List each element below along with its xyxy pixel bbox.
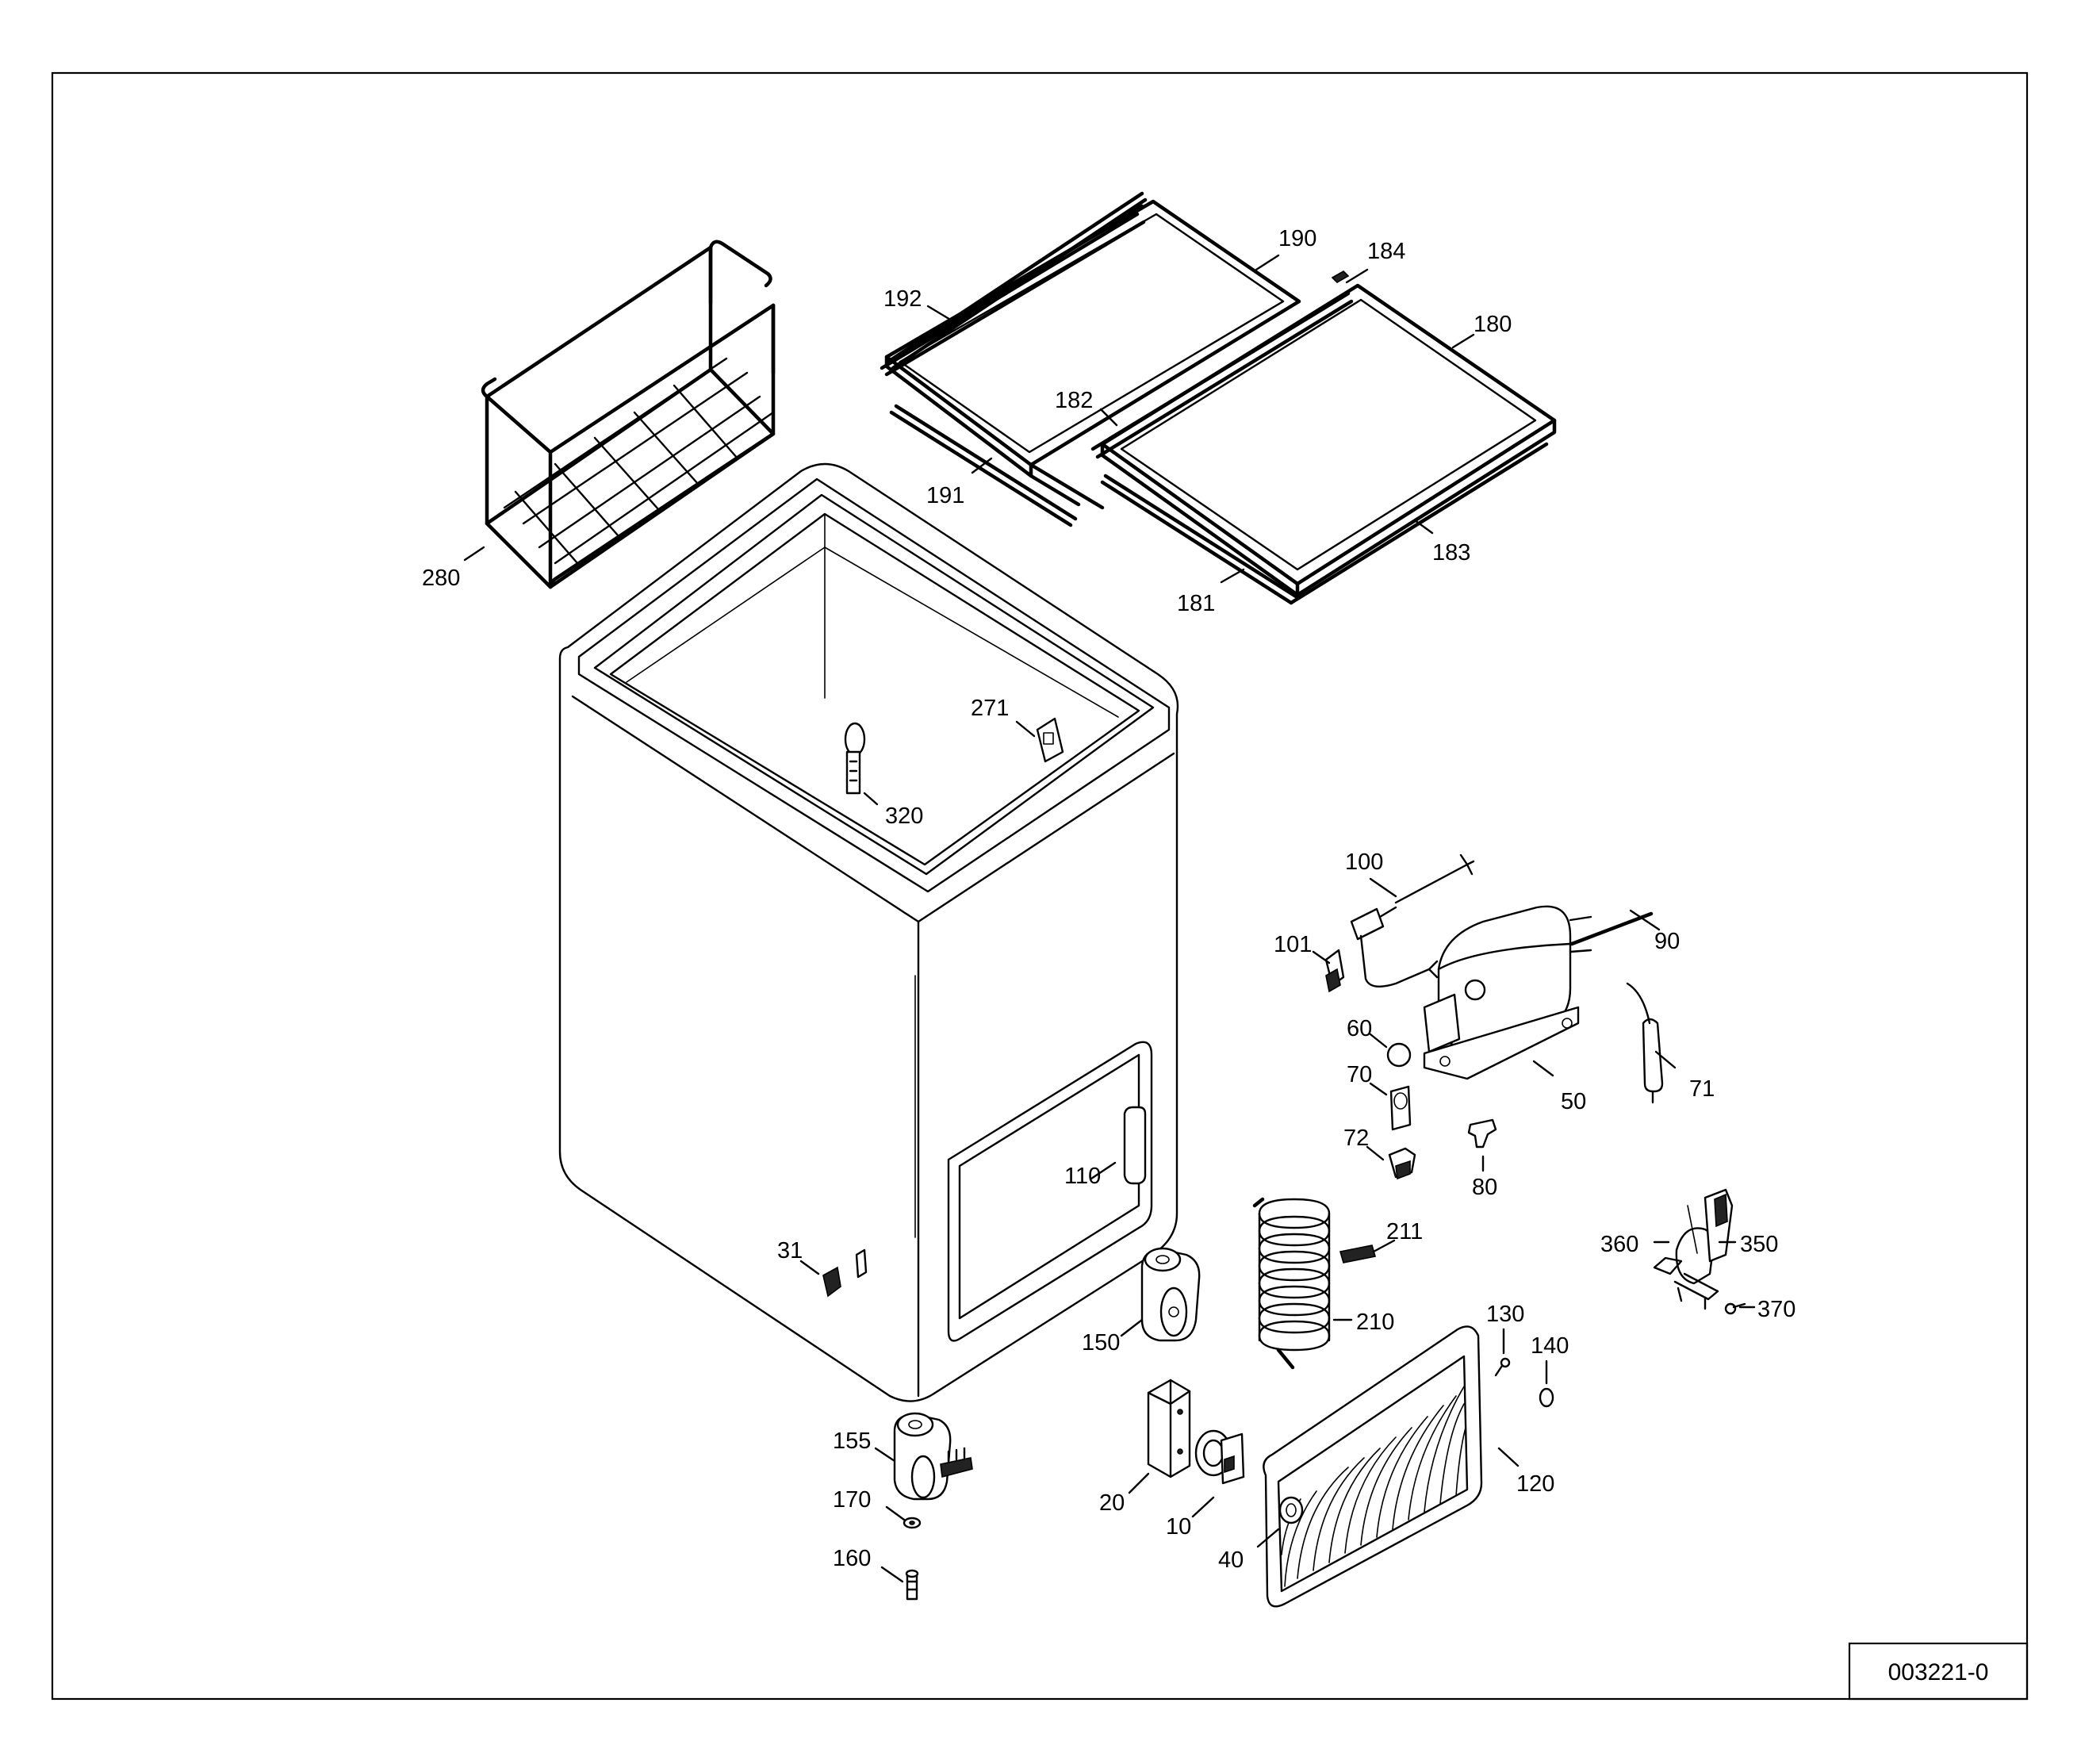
callout-20: 20 [1099, 1490, 1125, 1516]
freezer-cabinet [558, 462, 1179, 1402]
fan-screw [1724, 1302, 1746, 1315]
callout-192: 192 [883, 286, 922, 312]
callout-271: 271 [971, 696, 1009, 721]
callout-110: 110 [1064, 1164, 1101, 1189]
castor-washer [903, 1517, 922, 1529]
lid-handle-strip-left [886, 191, 1148, 370]
callout-31: 31 [777, 1238, 803, 1264]
callout-211: 211 [1386, 1219, 1423, 1244]
coil-clip [1339, 1244, 1377, 1264]
thermostat-plate [1036, 717, 1064, 763]
castor-bolt [905, 1569, 919, 1601]
fan-motor [1653, 1188, 1734, 1310]
callout-370: 370 [1757, 1297, 1795, 1322]
process-tube [1569, 911, 1654, 946]
cord-strain-relief [1324, 949, 1345, 993]
condenser-coil [1252, 1197, 1331, 1370]
filter-drier [1626, 982, 1664, 1104]
back-washer [1539, 1387, 1554, 1408]
power-cord [1350, 853, 1475, 988]
wire-basket [481, 240, 776, 589]
callout-180: 180 [1474, 312, 1512, 337]
callout-170: 170 [833, 1487, 871, 1513]
callout-150: 150 [1082, 1330, 1120, 1356]
callout-130: 130 [1486, 1302, 1524, 1327]
callout-72: 72 [1343, 1126, 1369, 1151]
power-switch [822, 1248, 868, 1298]
compressor [1423, 905, 1592, 1080]
title-block: 003221-0 [1848, 1642, 2029, 1701]
callout-280: 280 [422, 566, 460, 591]
compressor-foot [1467, 1118, 1497, 1149]
back-screw [1494, 1357, 1511, 1377]
callout-210: 210 [1356, 1310, 1394, 1335]
side-handle [1123, 1106, 1147, 1185]
callout-350: 350 [1740, 1232, 1778, 1257]
callout-182: 182 [1055, 388, 1093, 413]
callout-190: 190 [1278, 226, 1316, 251]
callout-155: 155 [833, 1428, 871, 1454]
drawing-id: 003221-0 [1888, 1659, 1989, 1685]
callout-80: 80 [1472, 1175, 1497, 1200]
callout-101: 101 [1274, 932, 1312, 957]
callout-71: 71 [1689, 1076, 1715, 1102]
rear-vent-grille [1263, 1325, 1483, 1608]
drawing-frame [51, 71, 2029, 1701]
callout-320: 320 [885, 803, 923, 829]
drain-plug [844, 722, 866, 795]
callout-labels: 192 190 184 180 182 191 183 181 280 271 … [422, 226, 1795, 1573]
castor-front [1140, 1247, 1201, 1342]
callout-70: 70 [1347, 1062, 1372, 1087]
callout-90: 90 [1654, 929, 1680, 954]
grille-fastener [1278, 1496, 1304, 1524]
callout-191: 191 [926, 483, 964, 508]
callout-50: 50 [1561, 1089, 1586, 1114]
relay-clip [1389, 1085, 1412, 1131]
callout-100: 100 [1345, 849, 1383, 875]
rubber-grommet [1386, 1042, 1412, 1068]
start-relay [1194, 1429, 1245, 1485]
callout-10: 10 [1166, 1514, 1191, 1540]
callout-60: 60 [1347, 1016, 1372, 1041]
callout-183: 183 [1432, 540, 1470, 566]
castor-rear-braked [893, 1412, 973, 1501]
callout-184: 184 [1367, 239, 1405, 264]
callout-360: 360 [1600, 1232, 1638, 1257]
leader-lines [463, 254, 1756, 1583]
callout-140: 140 [1531, 1333, 1569, 1359]
callout-181: 181 [1177, 591, 1215, 616]
callout-40: 40 [1218, 1547, 1244, 1573]
compressor-bracket [1147, 1379, 1191, 1478]
relay-cover [1388, 1147, 1416, 1180]
callout-120: 120 [1516, 1471, 1554, 1497]
callout-160: 160 [833, 1546, 871, 1571]
